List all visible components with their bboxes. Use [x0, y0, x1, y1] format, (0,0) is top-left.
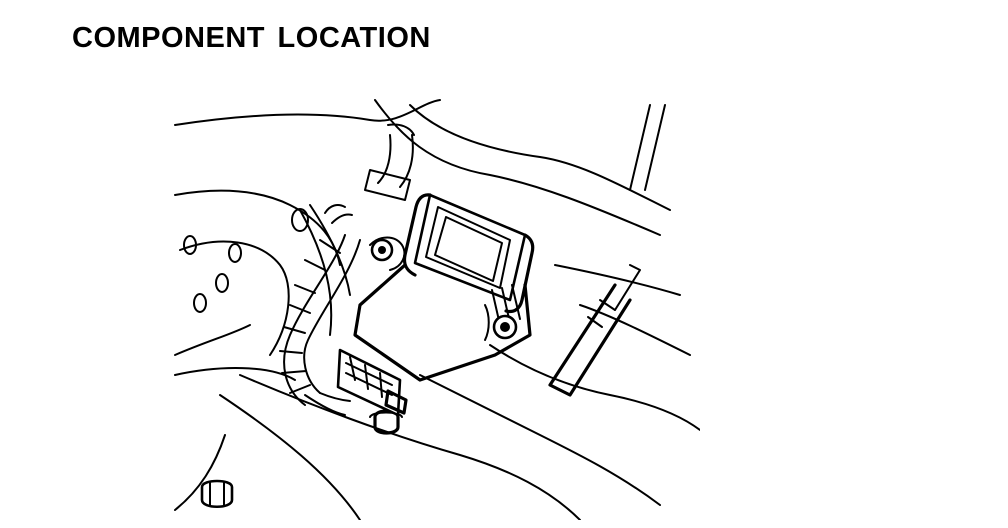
page-title: COMPONENT LOCATION	[72, 22, 431, 54]
line-drawing-icon	[174, 99, 700, 520]
component-location-illustration	[160, 95, 700, 520]
